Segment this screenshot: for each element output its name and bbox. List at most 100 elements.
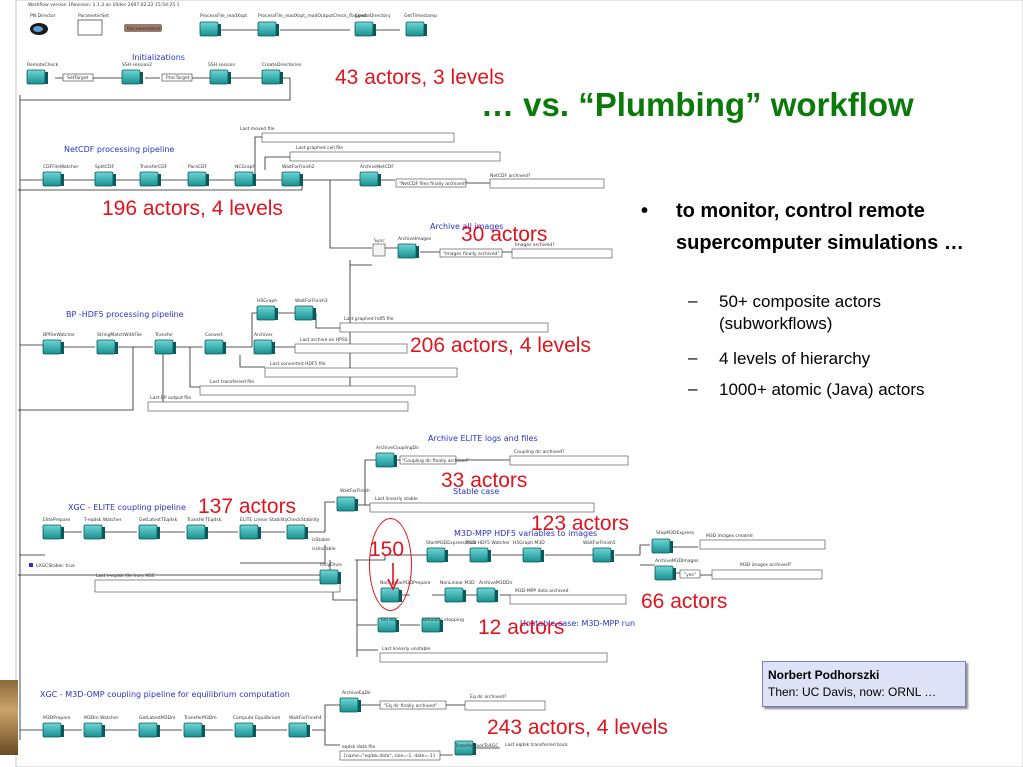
actor[interactable]: ArchiveM3DImages	[654, 558, 699, 581]
record-box[interactable]	[339, 750, 441, 761]
display-box[interactable]	[379, 652, 608, 663]
display-box[interactable]	[509, 455, 629, 466]
actor[interactable]: CreateDirectories	[261, 62, 302, 85]
display-box[interactable]	[489, 178, 605, 189]
actor[interactable]: M3Dm Watcher	[83, 715, 119, 738]
actor[interactable]: TransferBackToXGC	[454, 740, 498, 756]
param-box[interactable]	[161, 73, 193, 82]
svg-text:ArchiveNetCDF: ArchiveNetCDF	[360, 164, 394, 170]
actor[interactable]: CDFFileWatcher	[42, 164, 79, 187]
display-box[interactable]	[339, 322, 549, 333]
actor[interactable]: GetLatestTEqdsk	[138, 517, 178, 540]
const-box[interactable]	[439, 248, 503, 258]
actor[interactable]: Compute Equilibrium	[233, 715, 280, 738]
annotation-bp: 206 actors, 4 levels	[410, 334, 591, 357]
actor[interactable]: H5Graph M3D	[513, 540, 545, 563]
svg-text:WaitForFinish4: WaitForFinish4	[289, 715, 322, 721]
subbullet-dash: –	[688, 379, 698, 398]
actor[interactable]: ArchiveCouplingDir	[375, 445, 419, 468]
const-box[interactable]	[379, 700, 447, 710]
display-box[interactable]	[294, 343, 408, 354]
actor[interactable]: WaitForFinish2	[281, 164, 315, 187]
display-label: Last eqdsk transferred back	[505, 742, 568, 748]
actor[interactable]: Archiver	[253, 332, 276, 355]
actor[interactable]: StringMatchWithFile	[96, 332, 142, 355]
actor[interactable]: ArchiveImages	[397, 236, 432, 259]
actor[interactable]: WaitForFinish4	[288, 715, 322, 738]
const-box[interactable]	[395, 178, 467, 188]
display-box[interactable]	[289, 151, 501, 162]
actor[interactable]: NCGraph	[234, 164, 257, 187]
param-box[interactable]	[62, 73, 94, 82]
display-box[interactable]	[94, 579, 341, 593]
subbullet-text: 50+ composite actors (subworkflows)	[719, 292, 882, 333]
actor[interactable]: WaitForFinish	[336, 488, 370, 512]
actor[interactable]: ArchiveEqDir	[339, 690, 371, 713]
display-box[interactable]	[147, 401, 409, 412]
top-actor[interactable]: ProcessFile_readXspt_readOutputCheck_fla…	[257, 13, 366, 37]
actor[interactable]: ParaCDF	[187, 164, 210, 187]
actor[interactable]: SSH session2	[121, 62, 152, 85]
actor[interactable]: WaitForFinish5	[583, 540, 616, 563]
display-box[interactable]	[464, 700, 546, 711]
connection-wires	[18, 29, 712, 756]
actor[interactable]: NonLinear M3D	[440, 580, 475, 603]
actor[interactable]: TransferCDF	[139, 164, 168, 187]
const-box[interactable]	[679, 569, 701, 579]
actor[interactable]: TransferM3Dm	[183, 715, 217, 738]
actor[interactable]: WaitForFinish3	[294, 298, 328, 321]
section-elite-logs: Archive ELITE logs and files	[428, 434, 538, 443]
top-actor[interactable]: GetTimestamp	[404, 13, 437, 37]
display-label: eqdsk data file	[342, 744, 376, 750]
svg-text:Compute Equilibrium: Compute Equilibrium	[233, 715, 280, 721]
director-icon[interactable]: PN Director	[30, 13, 56, 35]
actor[interactable]: OnlyOnce	[319, 562, 342, 585]
annotation-xgc: 137 actors	[198, 495, 297, 518]
display-box[interactable]	[509, 594, 627, 605]
svg-text:NonLinear M3D: NonLinear M3D	[440, 580, 475, 586]
actor[interactable]: Kill XGC	[377, 617, 400, 633]
actor[interactable]: M3DPrepare	[42, 715, 71, 738]
actor[interactable]: ELITE Linear Stability	[239, 517, 288, 540]
actor[interactable]: StartM3DExpressOnce	[426, 540, 477, 563]
display-box[interactable]	[699, 539, 826, 550]
param-label: kXGCStable: true	[36, 563, 75, 569]
actor[interactable]: Transfer	[154, 332, 177, 355]
actor[interactable]: RemoteCheck	[26, 62, 59, 85]
slide-title: … vs. “Plumbing” workflow	[481, 86, 914, 123]
display-box[interactable]	[261, 132, 455, 143]
svg-text:StopM3DExpress: StopM3DExpress	[656, 530, 695, 536]
top-actor[interactable]: ProcessFile_readXspt	[199, 13, 247, 37]
actor[interactable]: BPFileWatcher	[42, 332, 75, 355]
actor[interactable]: ElitePrepare	[42, 517, 70, 540]
actor[interactable]: ArchiveM3DDir	[476, 580, 513, 603]
actor[interactable]: Simulatic stopping	[421, 617, 464, 633]
svg-text:Transfer: Transfer	[154, 332, 173, 338]
actor[interactable]: TransferTEqdsk	[186, 517, 222, 540]
actor[interactable]: M3D HDF5 Watcher	[466, 540, 510, 563]
actor[interactable]: CheckStability	[286, 517, 320, 540]
display-box[interactable]	[369, 502, 595, 513]
display-box[interactable]	[711, 569, 823, 580]
actor[interactable]: SSH session	[208, 62, 235, 85]
parameter-box[interactable]	[77, 19, 103, 36]
subbullet-text: 4 levels of hierarchy	[719, 349, 871, 368]
top-actor[interactable]: CreateDirectory	[354, 13, 391, 37]
actor[interactable]: Convert	[204, 332, 227, 355]
display-label: M3D-MPP data archived	[515, 588, 569, 594]
actor[interactable]: SplitCDF	[94, 164, 117, 187]
sync-box[interactable]	[372, 243, 386, 257]
actor[interactable]: StopM3DExpress	[651, 530, 695, 554]
svg-text:OnlyOnce: OnlyOnce	[320, 562, 342, 568]
const-box[interactable]	[399, 455, 457, 465]
actor[interactable]: T-eqdsk Watcher	[83, 517, 122, 540]
display-box[interactable]	[511, 248, 613, 259]
display-box[interactable]	[199, 385, 416, 396]
display-box[interactable]	[264, 367, 458, 378]
actor[interactable]: HSGraph	[256, 298, 279, 321]
display-label: M3D images created	[706, 533, 753, 539]
actor[interactable]: ArchiveNetCDF	[359, 164, 394, 187]
documentation-badge[interactable]	[124, 24, 162, 32]
svg-text:ArchiveEqDir: ArchiveEqDir	[342, 690, 371, 696]
actor[interactable]: GetLatestM3Dm	[138, 715, 176, 738]
